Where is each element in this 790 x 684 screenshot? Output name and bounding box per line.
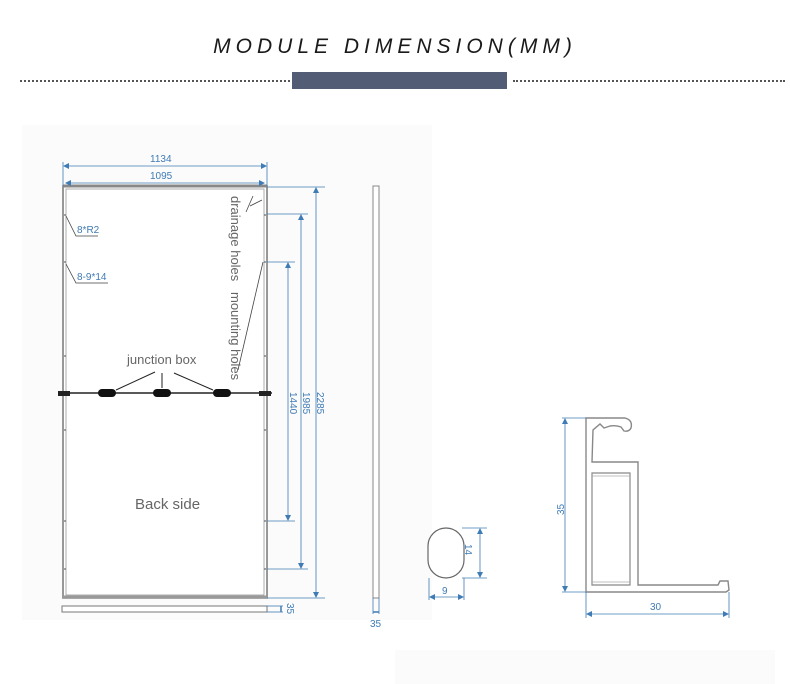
dimension-1134: 1134: [150, 154, 172, 165]
mounting-hole-detail: 14 9: [427, 527, 487, 600]
slot-size-note: 8-9*14: [77, 272, 107, 283]
junction-box-assembly: [58, 371, 272, 397]
junction-box-label: junction box: [126, 352, 197, 367]
drawing-background-right: [395, 650, 775, 684]
page-title: MODULE DIMENSION(MM): [213, 35, 577, 58]
dimension-2285: 2285: [314, 392, 325, 415]
side-view: 35: [370, 185, 382, 630]
dimension-1095: 1095: [150, 171, 173, 182]
dimension-9: 9: [442, 586, 448, 597]
dimension-30: 30: [650, 602, 662, 613]
dimension-1985: 1985: [300, 392, 311, 415]
side-profile: [372, 185, 380, 599]
dimension-35-bottom: 35: [284, 603, 295, 615]
dotted-divider-left: [20, 80, 290, 82]
connector-right: [259, 391, 271, 396]
dimension-14: 14: [462, 544, 473, 556]
dimension-1440: 1440: [287, 392, 298, 415]
junction-box-right: [213, 389, 231, 397]
frame-profile-cavity: [591, 472, 631, 586]
oval-hole: [427, 527, 465, 579]
connector-left: [58, 391, 70, 396]
back-side-label: Back side: [135, 496, 200, 513]
back-view: 8*R2 8-9*14 drainage holes mounting hole…: [58, 154, 325, 615]
drainage-holes-label: drainage holes: [228, 196, 243, 282]
corner-radius-note: 8*R2: [77, 225, 100, 236]
dimension-35-side: 35: [370, 619, 382, 630]
junction-box-center: [153, 389, 171, 397]
title-accent-bar: [292, 72, 507, 89]
mounting-holes-label: mounting holes: [228, 292, 243, 381]
annotation-leaders: [65, 195, 264, 371]
junction-box-left: [98, 389, 116, 397]
dimension-35-profile: 35: [556, 503, 567, 515]
frame-profile: 35 30: [556, 417, 730, 618]
panel-edge-view: [61, 605, 268, 613]
side-holes: [64, 214, 266, 570]
dotted-divider-right: [513, 80, 785, 82]
